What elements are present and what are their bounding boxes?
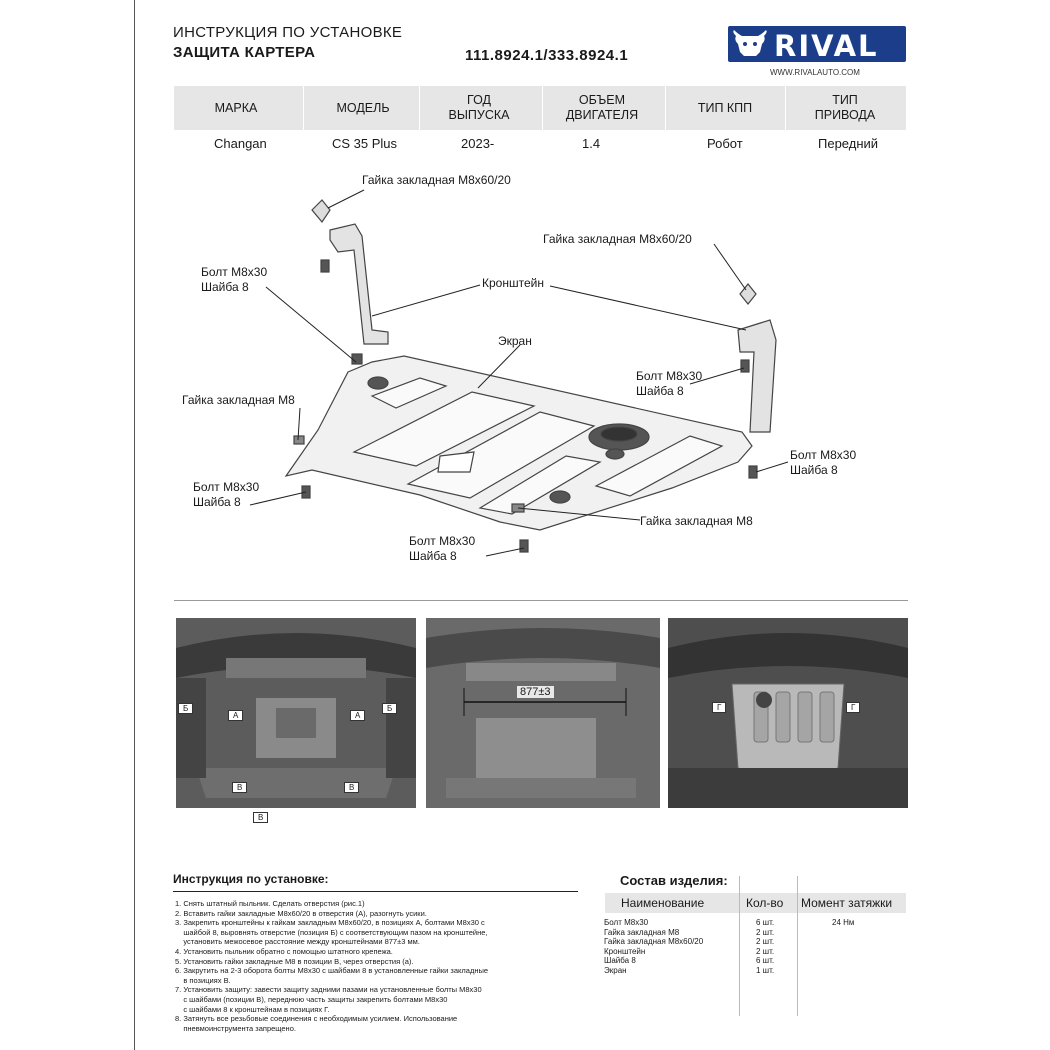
instruction-step: 1. Снять штатный пыльник. Сделать отверс… (175, 899, 365, 908)
label-washer-right-mid: Шайба 8 (636, 384, 684, 398)
components-header-band (605, 893, 906, 913)
label-bracket: Кронштейн (482, 276, 544, 290)
instruction-step: 3. Закрепить кронштейны к гайкам закладн… (175, 918, 488, 947)
spec-header-separator (303, 86, 304, 130)
component-qty: 2 шт. (756, 937, 775, 947)
component-qty: 2 шт. (756, 927, 775, 937)
instructions-heading: Инструкция по установке: (173, 872, 329, 886)
component-name: Болт М8х30 (604, 918, 649, 927)
spec-cell-1: CS 35 Plus (332, 136, 398, 151)
section-divider (174, 600, 908, 601)
label-nut-bottom: Гайка закладная М8 (640, 514, 753, 528)
component-name: Гайка закладная М8х60/20 (604, 937, 704, 947)
label-bolt-upper-left: Болт М8х30 (201, 265, 268, 279)
label-bolt-right-low: Болт М8х30 (790, 448, 857, 462)
marker-a-left: А (228, 710, 244, 721)
label-bolt-right-mid: Болт М8х30 (636, 369, 703, 383)
logo-url: WWW.RIVALAUTO.COM (770, 68, 860, 77)
marker-g-right: Г (846, 702, 861, 713)
doc-subtitle: ЗАЩИТА КАРТЕРА (173, 44, 316, 61)
components-heading: Состав изделия: (620, 873, 728, 888)
marker-v-bottom: В (253, 812, 269, 823)
marker-a-right: А (350, 710, 366, 721)
instruction-step: 7. Установить защиту: завести защиту зад… (175, 985, 482, 1014)
marker-v-left: В (232, 782, 248, 793)
rival-logo: RIVAL (728, 26, 906, 63)
spec-header-separator (419, 86, 420, 130)
photo-2 (426, 618, 660, 808)
components-col-qty: Кол-во (746, 896, 784, 910)
spec-header-separator (542, 86, 543, 130)
bracket-right (737, 319, 777, 433)
page-left-border (134, 0, 135, 1050)
components-sep-1 (739, 876, 740, 1016)
components-sep-2 (797, 876, 798, 1016)
spec-header-1: МОДЕЛЬ (336, 100, 390, 115)
label-nut-top-right: Гайка закладная М8х60/20 (543, 232, 692, 246)
spec-cell-2: 2023- (461, 136, 495, 151)
part-number: 111.8924.1/333.8924.1 (465, 47, 629, 64)
photo-3 (668, 618, 908, 808)
label-screen: Экран (498, 334, 532, 348)
component-name: Шайба 8 (604, 956, 636, 966)
instruction-step: 8. Затянуть все резьбовые соединения с н… (175, 1014, 458, 1033)
exploded-diagram (249, 189, 789, 557)
label-nut-top-left: Гайка закладная М8х60/20 (362, 173, 511, 187)
bull-icon (733, 30, 767, 56)
instruction-step: 2. Вставить гайки закладные М8х60/20 в о… (175, 908, 427, 918)
spec-cell-3: 1.4 (582, 136, 601, 151)
spec-table-header (174, 86, 906, 130)
marker-b-right: Б (382, 703, 398, 714)
instructions-rule (173, 891, 578, 892)
component-qty: 1 шт. (756, 966, 775, 975)
instruction-step: 5. Установить гайки закладные М8 в позиц… (175, 956, 414, 966)
instructions-list: 1. Снять штатный пыльник. Сделать отверс… (175, 899, 585, 1033)
component-name: Гайка закладная М8 (604, 927, 680, 937)
component-qty: 6 шт. (756, 918, 775, 927)
photo-1 (176, 618, 416, 808)
dimension-label: 877±3 (517, 686, 554, 698)
label-bolt-bottom: Болт М8х30 (409, 534, 476, 548)
spec-header-0: МАРКА (214, 100, 258, 115)
component-name: Экран (604, 966, 627, 975)
component-qty: 2 шт. (756, 946, 775, 956)
components-col-torque: Момент затяжки (801, 896, 893, 910)
component-torque: 24 Нм (832, 918, 855, 927)
component-name: Кронштейн (604, 946, 646, 956)
label-washer-lower-left: Шайба 8 (193, 495, 241, 509)
marker-v-right: В (344, 782, 360, 793)
spec-cell-5: Передний (818, 136, 879, 151)
components-col-name: Наименование (621, 896, 705, 910)
spec-header-4: ТИП КПП (697, 100, 753, 115)
bracket-left (329, 223, 389, 345)
label-washer-right-low: Шайба 8 (790, 463, 838, 477)
doc-title: ИНСТРУКЦИЯ ПО УСТАНОВКЕ (173, 24, 403, 41)
component-qty: 6 шт. (756, 956, 775, 966)
logo-text: RIVAL (774, 29, 879, 63)
marker-b-left: Б (178, 703, 194, 714)
label-washer-bottom: Шайба 8 (409, 549, 457, 563)
spec-header-separator (665, 86, 666, 130)
spec-cell-4: Робот (707, 136, 743, 151)
marker-g-left: Г (712, 702, 727, 713)
spec-cell-0: Changan (214, 136, 267, 151)
label-washer-upper-left: Шайба 8 (201, 280, 249, 294)
instruction-step: 4. Установить пыльник обратно с помощью … (175, 946, 393, 956)
label-bolt-lower-left: Болт М8х30 (193, 480, 260, 494)
label-nut-left: Гайка закладная М8 (182, 393, 295, 407)
spec-header-separator (785, 86, 786, 130)
instruction-step: 6. Закрутить на 2-3 оборота болты М8х30 … (175, 966, 489, 985)
